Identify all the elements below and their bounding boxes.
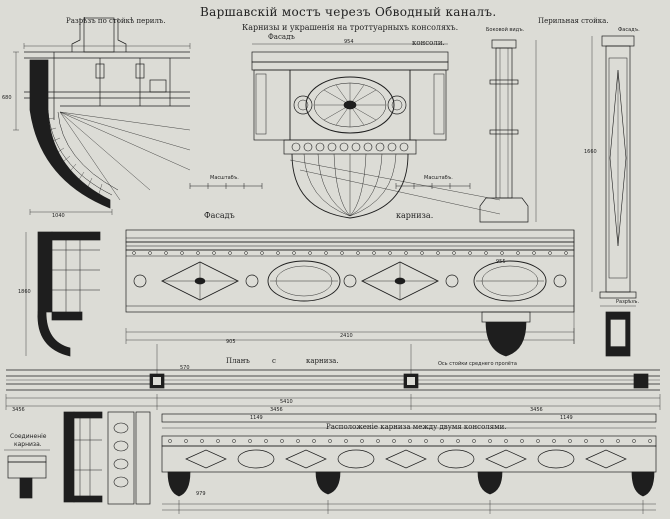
scale-bar-left	[189, 183, 263, 189]
dim-label: 570	[180, 365, 190, 371]
dim-label: 1149	[560, 415, 573, 421]
joint-detail-drawing	[4, 411, 151, 505]
label-arrangement: Расположенiе карниза между двумя консоля…	[326, 423, 507, 431]
railing-post-drawing	[591, 35, 637, 357]
dim-label: 1860	[18, 289, 31, 295]
label-scale-left: Масштабъ.	[210, 175, 239, 181]
scale-bar-right	[395, 183, 471, 189]
sheet-title: Варшавскiй мостъ черезъ Обводный каналъ.	[200, 5, 497, 19]
label-joint: Соединенiе	[10, 433, 47, 440]
dim-label: 1660	[584, 149, 597, 155]
label-joint2: карниза.	[14, 441, 42, 448]
dim-label: 955	[496, 259, 506, 265]
console-facade-drawing	[251, 43, 501, 219]
label-facade-small: Фасадъ.	[618, 27, 640, 33]
label-cornice-word: карниза.	[396, 211, 434, 220]
dim-label: 1149	[250, 415, 263, 421]
label-railing-post: Перильная стойка.	[538, 17, 609, 25]
dim-label: 954	[344, 39, 354, 45]
dim-label: 5410	[280, 399, 293, 405]
sheet-subtitle: Карнизы и украшенiя на троттуарныхъ конс…	[242, 23, 459, 32]
dim-label: 2410	[340, 333, 353, 339]
cornice-facade-drawing	[125, 229, 575, 357]
dim-label: 3456	[12, 407, 25, 413]
label-facade: Фасадъ	[268, 33, 295, 41]
label-plan-cornice: карниза.	[306, 357, 339, 365]
dim-label: 680	[2, 95, 12, 101]
label-plan: Планъ	[226, 357, 250, 365]
label-side-view: Боковой видъ.	[486, 27, 525, 33]
dim-label: 3456	[530, 407, 543, 413]
side-view-drawing	[479, 39, 537, 223]
arrangement-drawing	[161, 413, 657, 514]
label-plan-of: с	[272, 357, 276, 365]
dim-label: 979	[196, 491, 206, 497]
section-by-post-drawing	[13, 17, 191, 215]
plan-drawing	[5, 344, 661, 410]
label-console: консоли.	[412, 39, 445, 47]
label-section-small: Разрѣзъ.	[616, 299, 640, 305]
label-facade-cornice: Фасадъ	[204, 211, 235, 220]
label-section-post: Разрѣзъ по стойкѣ перилъ.	[66, 17, 166, 25]
dim-label: 1040	[52, 213, 65, 219]
label-scale-right: Масштабъ.	[424, 175, 453, 181]
label-axis-note: Ось стойки среднего пролёта	[438, 361, 517, 367]
cornice-section-drawing	[25, 231, 101, 357]
dim-label: 905	[226, 339, 236, 345]
dim-label: 3456	[270, 407, 283, 413]
